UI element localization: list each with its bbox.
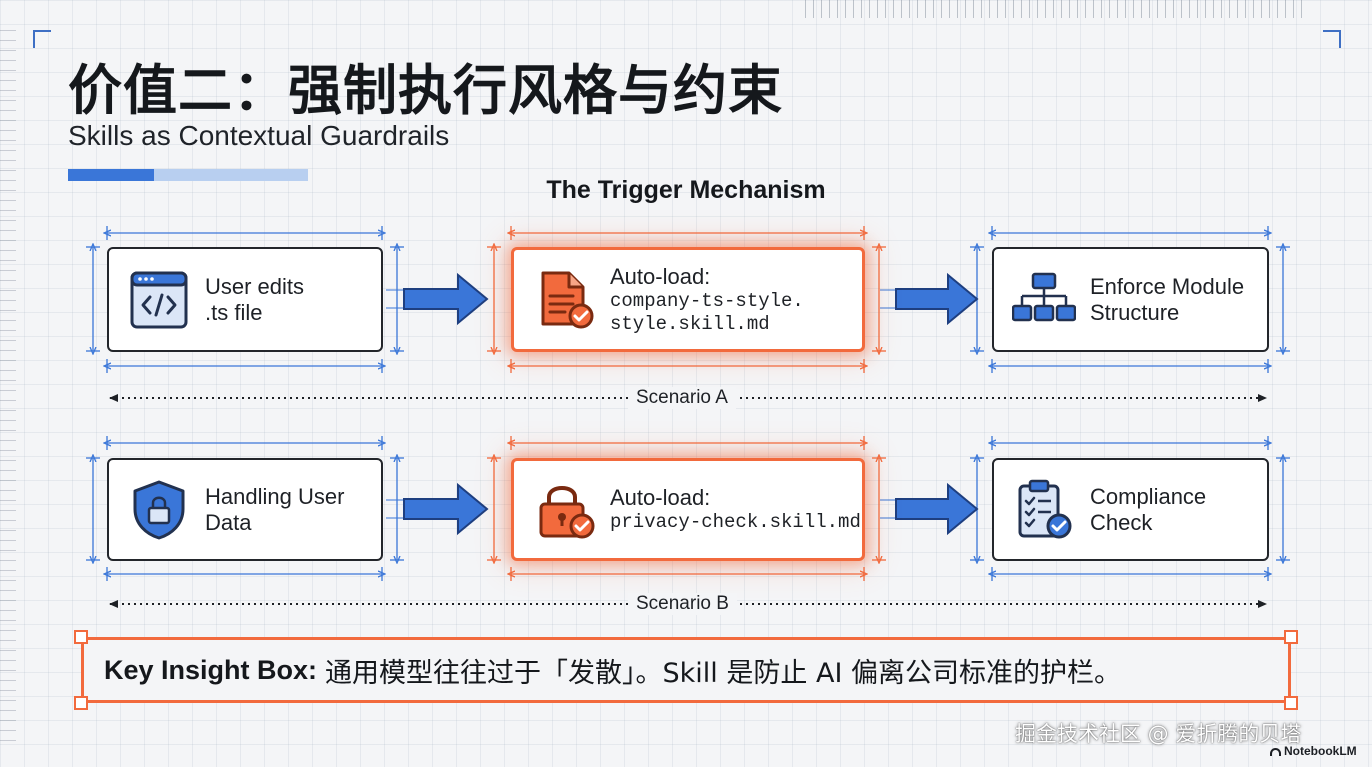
shield-lock-icon bbox=[127, 478, 191, 542]
dimension-lines-row-a bbox=[86, 226, 1290, 373]
step-line-1: Enforce Module bbox=[1090, 273, 1245, 299]
corner-mark-top-right bbox=[1323, 30, 1341, 48]
step-box-a1: User edits .ts file bbox=[107, 247, 383, 352]
brand-label: NotebookLM bbox=[1284, 744, 1357, 758]
selection-handle-top-right bbox=[1284, 630, 1298, 644]
step-text: Auto-load: company-ts-style. style.skill… bbox=[610, 264, 804, 336]
step-line-2: Structure bbox=[1090, 299, 1180, 325]
step-box-b1: Handling User Data bbox=[107, 458, 383, 561]
scenario-a-label: Scenario A bbox=[628, 387, 736, 409]
insight-text: 通用模型往往过于「发散」。Skill 是防止 AI 偏离公司标准的护栏。 bbox=[325, 657, 1121, 689]
step-text: Handling User Data bbox=[205, 484, 344, 536]
step-text: Compliance Check bbox=[1090, 484, 1206, 536]
diagram-title: The Trigger Mechanism bbox=[546, 176, 826, 204]
step-box-a3: Enforce Module Structure bbox=[992, 247, 1269, 352]
skill-filename-part-1: company-ts-style. bbox=[610, 289, 804, 312]
document-check-icon bbox=[536, 268, 596, 332]
notebooklm-logo-icon bbox=[1270, 748, 1281, 756]
step-box-b2-highlighted: Auto-load: privacy-check.skill.md bbox=[511, 458, 865, 561]
step-text: User edits .ts file bbox=[205, 274, 304, 326]
page-title: 价值二：强制执行风格与约束 bbox=[68, 59, 783, 122]
selection-handle-top-left bbox=[74, 630, 88, 644]
flow-arrow-a2 bbox=[880, 272, 979, 326]
flow-arrow-b2 bbox=[880, 482, 979, 536]
step-line-1: Auto-load: bbox=[610, 485, 711, 510]
padlock-check-icon bbox=[536, 478, 596, 542]
skill-filename-part-2: style.skill.md bbox=[610, 312, 770, 335]
notebooklm-brand: NotebookLM bbox=[1270, 744, 1357, 758]
selection-handle-bottom-right bbox=[1284, 696, 1298, 710]
step-text: Auto-load: privacy-check.skill.md bbox=[610, 485, 861, 534]
step-line-1: Auto-load: bbox=[610, 263, 711, 289]
step-line-1: Handling User bbox=[205, 483, 345, 509]
flow-arrow-a1 bbox=[386, 272, 489, 326]
key-insight-box: Key Insight Box: 通用模型往往过于「发散」。Skill 是防止 … bbox=[81, 637, 1291, 703]
corner-mark-top-left bbox=[33, 30, 51, 48]
step-line-1: User edits bbox=[205, 273, 305, 299]
step-line-2: Check bbox=[1090, 509, 1153, 535]
step-box-a2-highlighted: Auto-load: company-ts-style. style.skill… bbox=[511, 247, 865, 352]
selection-handle-bottom-left bbox=[74, 696, 88, 710]
step-line-2: Data bbox=[205, 509, 252, 535]
code-window-icon bbox=[127, 268, 191, 332]
flow-arrow-b1 bbox=[386, 482, 489, 536]
top-ruler bbox=[805, 0, 1305, 18]
step-text: Enforce Module Structure bbox=[1090, 274, 1244, 326]
scenario-b-label: Scenario B bbox=[628, 593, 737, 615]
page-subtitle: Skills as Contextual Guardrails bbox=[68, 120, 450, 151]
accent-bar bbox=[68, 169, 154, 181]
insight-label: Key Insight Box: bbox=[104, 654, 318, 685]
step-box-b3: Compliance Check bbox=[992, 458, 1269, 561]
watermark: 掘金技术社区 @ 爱折腾的贝塔 bbox=[1015, 722, 1302, 746]
accent-bar-light bbox=[154, 169, 308, 181]
clipboard-check-icon bbox=[1012, 478, 1076, 542]
step-line-2: .ts file bbox=[205, 299, 263, 325]
skill-filename: privacy-check.skill.md bbox=[610, 511, 861, 533]
hierarchy-icon bbox=[1012, 268, 1076, 332]
step-line-1: Compliance bbox=[1090, 483, 1207, 509]
left-ruler bbox=[0, 30, 16, 750]
